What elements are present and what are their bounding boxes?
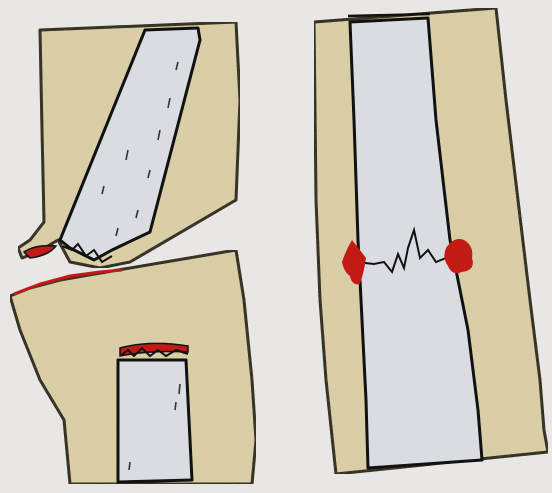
left-bone-sketch <box>10 22 256 484</box>
right-bone-sketch <box>314 8 548 474</box>
